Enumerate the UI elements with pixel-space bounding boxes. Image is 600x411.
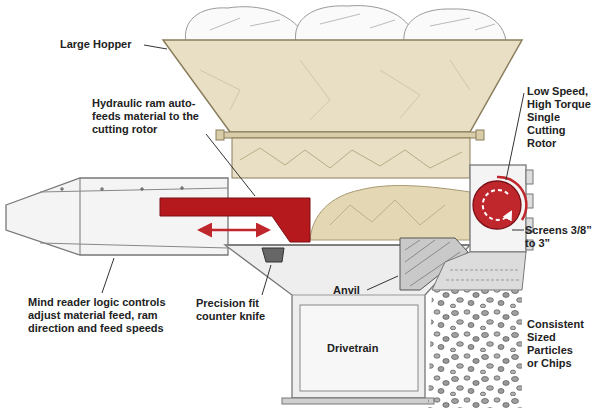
cutting-rotor	[470, 165, 533, 252]
material-pile	[185, 6, 506, 42]
screen-label: Screens 3/8” to 3”	[525, 224, 597, 250]
counter-knife-label: Precision fit counter knife	[196, 297, 284, 323]
screen-discharge	[428, 252, 526, 408]
output-label: Consistent Sized Particles or Chips	[527, 318, 585, 370]
drivetrain-box	[300, 305, 418, 391]
drivetrain-label: Drivetrain	[327, 342, 378, 355]
hopper	[163, 40, 522, 178]
hydraulic-ram	[160, 198, 310, 242]
rotor-label: Low Speed, High Torque Single Cutting Ro…	[527, 85, 595, 150]
hopper-label: Large Hopper	[60, 38, 132, 51]
ram-label: Hydraulic ram auto-feeds material to the…	[92, 97, 214, 136]
leader-lines	[102, 45, 524, 295]
counter-knife	[262, 248, 284, 262]
anvil-label: Anvil	[333, 284, 360, 297]
control-label: Mind reader logic controls adjust materi…	[28, 296, 190, 335]
